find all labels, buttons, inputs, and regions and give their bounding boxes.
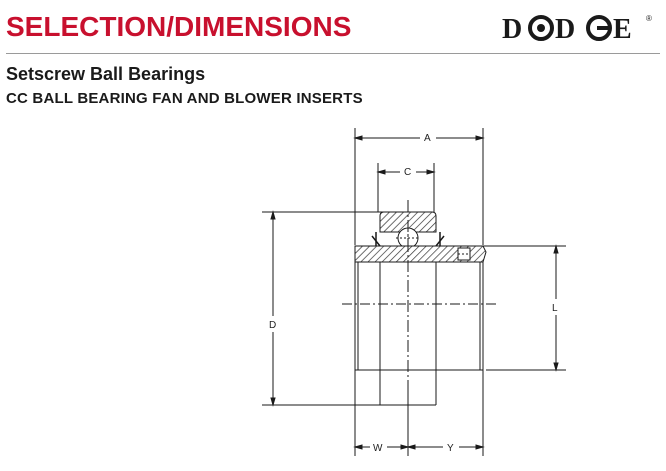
svg-text:D: D (555, 14, 575, 44)
svg-text:E: E (613, 14, 632, 44)
section-title: Setscrew Ball Bearings (6, 64, 206, 84)
header-divider (6, 53, 660, 54)
registered-mark: ® (646, 14, 652, 23)
label-c: C (404, 167, 411, 178)
label-a: A (424, 133, 431, 144)
inner-ring-section (354, 245, 487, 263)
label-y: Y (447, 443, 454, 454)
page-title: SELECTION/DIMENSIONS (6, 11, 352, 42)
label-l: L (552, 303, 558, 314)
dimension-l (483, 244, 566, 372)
label-d: D (269, 320, 276, 331)
dimension-d (262, 210, 380, 407)
logo-wordmark: D (502, 14, 523, 44)
dimension-c (376, 163, 436, 212)
bearing-dimension-drawing: A C D L W Y (262, 128, 566, 456)
inner-ring-body (342, 262, 496, 406)
label-w: W (373, 443, 383, 454)
section-subtitle: CC BALL BEARING FAN AND BLOWER INSERTS (6, 90, 363, 107)
logo-o-ring (528, 15, 554, 41)
dodge-logo: D D E ® (502, 14, 652, 44)
dimension-a (353, 128, 485, 245)
dimension-w-y (353, 370, 485, 456)
logo-g-gear (586, 15, 612, 41)
